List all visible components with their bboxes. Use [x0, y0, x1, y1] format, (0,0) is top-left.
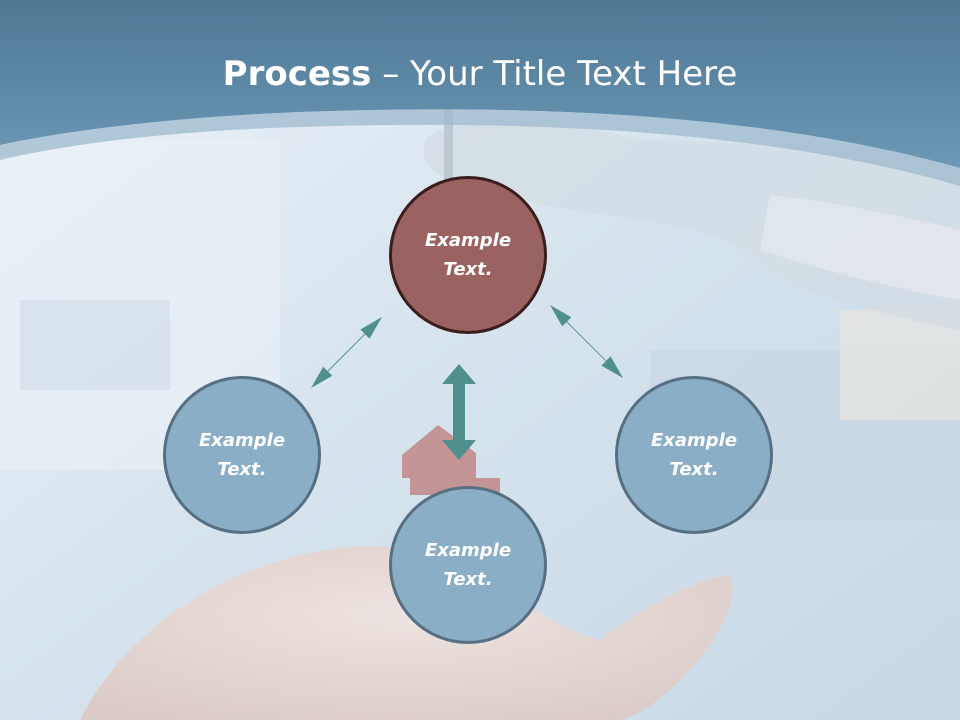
- title-separator: –: [371, 54, 411, 94]
- slide-title: Process – Your Title Text Here: [0, 52, 960, 96]
- title-text: Your Title Text Here: [410, 54, 738, 94]
- title-keyword: Process: [222, 54, 372, 94]
- arrow-vertical: [442, 364, 476, 460]
- arrow-upper-right: [550, 305, 623, 378]
- arrow-upper-left: [311, 317, 382, 388]
